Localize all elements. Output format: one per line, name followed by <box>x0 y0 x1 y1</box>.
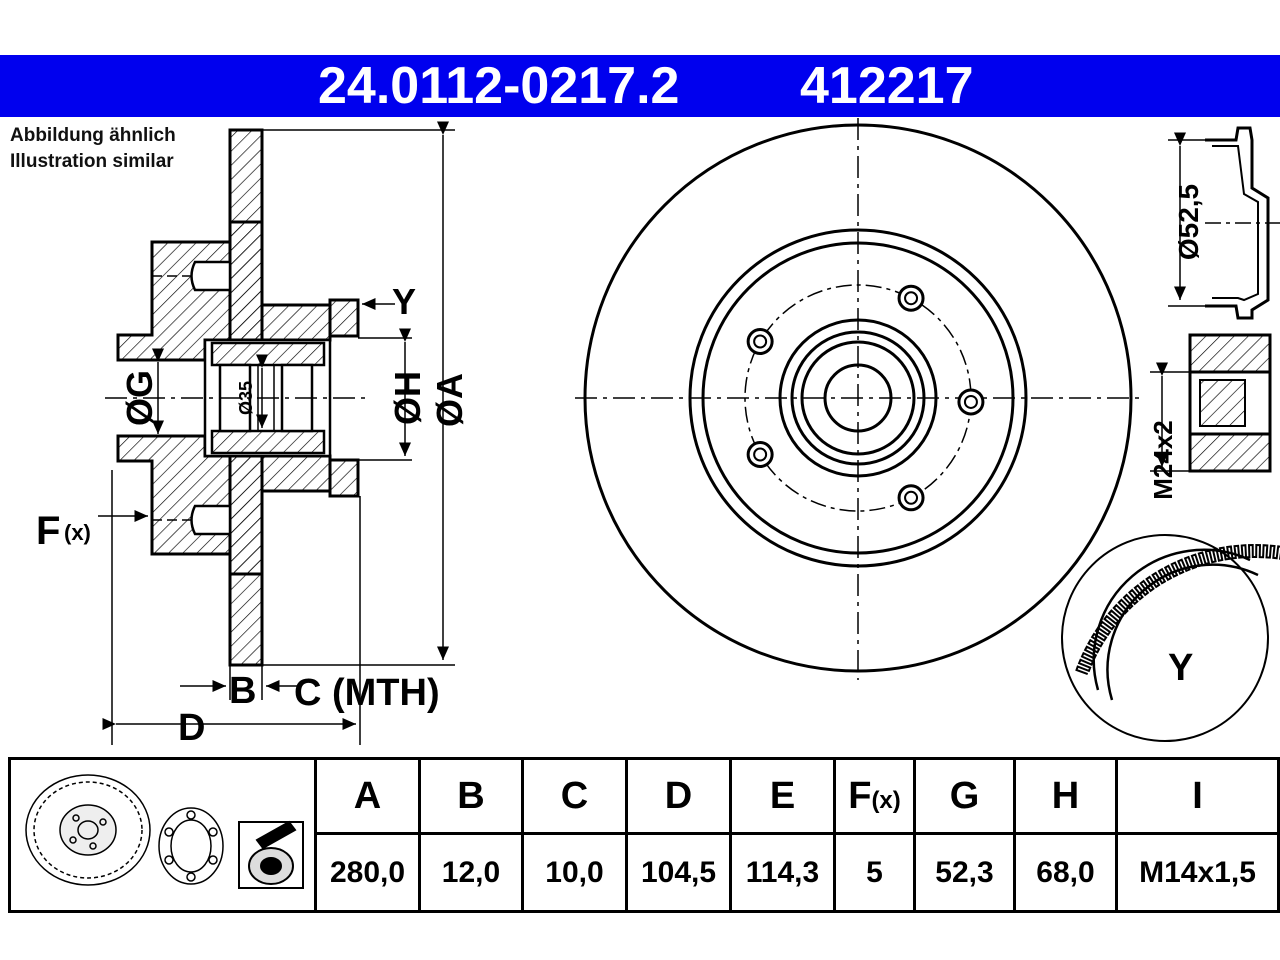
bolt-hole-inner <box>904 490 919 505</box>
title-bar: 24.0112-0217.2 412217 <box>0 55 1280 117</box>
note-line-english: Illustration similar <box>10 151 174 172</box>
c-mth-label: C (MTH) <box>294 672 440 714</box>
header-e: E <box>729 756 836 836</box>
value-d: 104,5 <box>625 832 732 913</box>
d-label: D <box>178 707 205 749</box>
value-b: 12,0 <box>418 832 524 913</box>
value-h: 68,0 <box>1013 832 1118 913</box>
column-label-sub: (x) <box>871 786 901 814</box>
illustration-note: Abbildung ähnlich Illustration similar <box>10 123 176 175</box>
bolt-hole-inner <box>963 394 978 409</box>
y-marker-label: Y <box>392 281 416 322</box>
dia-g-label: ØG <box>119 370 160 426</box>
value-i: M14x1,5 <box>1115 832 1280 913</box>
flange-bolt-bores <box>152 260 232 536</box>
brake-disc-icon <box>24 774 151 886</box>
value-f: 5 <box>833 832 916 913</box>
column-label: G <box>949 774 980 817</box>
value-a: 280,0 <box>314 832 421 913</box>
section-dimension-lines <box>98 121 455 745</box>
header-i: I <box>1115 756 1280 836</box>
header-d: D <box>625 756 732 836</box>
column-label: C <box>560 774 589 817</box>
column-label: F <box>848 774 872 817</box>
f-sub-label: (x) <box>64 520 91 545</box>
note-line-german: Abbildung ähnlich <box>10 125 176 146</box>
nut-thread-label: M24x2 <box>1148 420 1178 500</box>
f-label: F <box>36 509 60 553</box>
wheel-bearing-icon <box>157 807 224 885</box>
wheel-bolt-holes <box>746 284 985 512</box>
table-header-row: A B C D E F(x) G H I <box>8 756 1280 913</box>
header-h: H <box>1013 756 1118 836</box>
b-label: B <box>229 670 256 712</box>
column-label: E <box>769 774 796 817</box>
header-b: B <box>418 756 524 836</box>
product-icons <box>24 774 304 889</box>
bolt-hole-inner <box>904 291 919 306</box>
abs-ring-icon <box>237 820 304 889</box>
cap-diameter-label: Ø52,5 <box>1173 184 1204 260</box>
dia-h-label: ØH <box>387 371 428 425</box>
bolt-hole-inner <box>753 447 768 462</box>
axle-nut-drawing <box>1150 333 1272 473</box>
reference-number: 412217 <box>800 57 974 115</box>
technical-drawing: Y ØH ØA ØG Ø35 F (x) B C (MTH) D Ø52,5 <box>36 118 1280 749</box>
header-a: A <box>314 756 421 836</box>
column-label: I <box>1192 774 1203 817</box>
header-c: C <box>521 756 628 836</box>
product-icons-cell <box>8 757 317 913</box>
part-number: 24.0112-0217.2 <box>318 57 680 115</box>
detail-y-view <box>1061 534 1280 742</box>
bolt-hole-inner <box>753 334 768 349</box>
column-label: A <box>353 774 382 817</box>
detail-y-label: Y <box>1168 647 1193 689</box>
disc-front-view <box>575 118 1142 680</box>
dia-a-label: ØA <box>429 373 470 427</box>
header-g: G <box>913 756 1016 836</box>
value-e: 114,3 <box>729 832 836 913</box>
dia-35-label: Ø35 <box>236 381 256 415</box>
value-g: 52,3 <box>913 832 1016 913</box>
header-f: F(x) <box>833 756 916 836</box>
column-label: D <box>664 774 693 817</box>
column-label: B <box>457 774 485 817</box>
column-label: H <box>1051 774 1080 817</box>
hub-cap-drawing <box>1168 126 1280 320</box>
value-c: 10,0 <box>521 832 628 913</box>
